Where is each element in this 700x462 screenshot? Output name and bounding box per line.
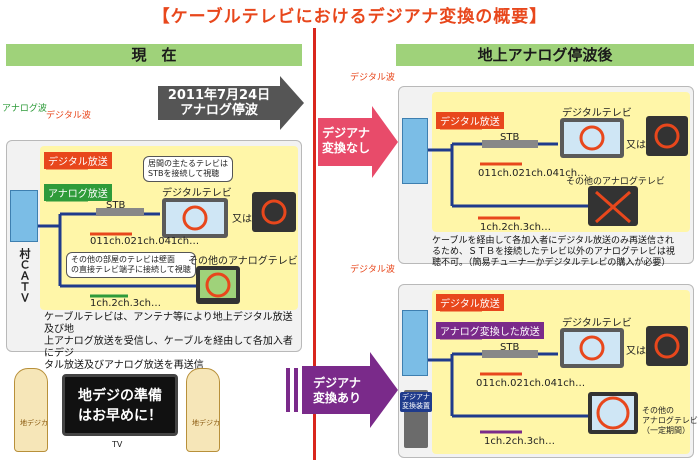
mascot-label-left: 地デジカ xyxy=(20,419,48,427)
top-tag-digital: デジタル放送 xyxy=(436,112,504,129)
analog-tv-box xyxy=(252,192,296,232)
top-channels-analog: 1ch.2ch.3ch… xyxy=(480,222,551,233)
left-note-line2: 上アナログ放送を受信し、ケーブルを経由して各加入者にデジ xyxy=(44,336,293,359)
channels-analog: 1ch.2ch.3ch… xyxy=(90,298,161,309)
bottom-other-tv-line1: その他の xyxy=(642,406,674,415)
ad-tv-label: TV xyxy=(112,440,123,449)
bottom-stb-label: STB xyxy=(500,342,520,353)
mascot-right xyxy=(186,368,220,452)
divider-line xyxy=(313,28,316,460)
bottom-building xyxy=(402,310,428,376)
no-conversion-line1: デジアナ xyxy=(322,126,370,140)
callout-main-line2: STBを接続して視聴 xyxy=(148,169,220,178)
bottom-channels-digital: 011ch.021ch.041ch… xyxy=(476,378,586,389)
ad-text-line2: はお早めに！ xyxy=(78,408,162,424)
top-building xyxy=(402,118,428,184)
top-stb-label: STB xyxy=(500,132,520,143)
date-banner: 2011年7月24日 アナログ停波 xyxy=(160,88,278,118)
right-top-note-line1: ケーブルを経由して各加入者にデジタル放送のみ再送信され xyxy=(432,236,675,246)
top-mata-wa: 又は xyxy=(626,140,646,151)
callout-other-line2: の直接テレビ端子に接続して視聴 xyxy=(71,265,191,274)
other-analog-tv-label: その他のアナログテレビ xyxy=(188,256,298,267)
tag-analog-broadcast: アナログ放送 xyxy=(44,184,112,201)
wave-digital-label: デジタル波 xyxy=(46,111,91,121)
left-note: ケーブルテレビは、アンテナ等により地上デジタル放送及び地 上アナログ放送を受信し… xyxy=(44,312,300,372)
stb-label: STB xyxy=(106,200,126,211)
digital-tv-screen xyxy=(166,202,224,234)
right-bottom-diagram xyxy=(432,290,690,454)
top-other-analog-tv xyxy=(588,186,638,226)
bottom-wave-digital: デジタル波 xyxy=(350,265,395,275)
converter-label: デジアナ 変換装置 xyxy=(400,392,432,412)
converter-line2: 変換装置 xyxy=(402,402,430,410)
with-conversion-line2: 変換あり xyxy=(312,391,361,405)
right-top-note-line3: 聴不可。（簡易チューナーかデジタルテレビの購入が必要） xyxy=(432,258,671,268)
right-top-note-line2: るため、ＳＴＢを接続したテレビ以外のアナログテレビは視 xyxy=(432,247,675,257)
top-analog-tv-box xyxy=(646,116,688,156)
bottom-channels-analog: 1ch.2ch.3ch… xyxy=(484,436,555,447)
bottom-other-analog-tv-screen xyxy=(592,396,634,430)
page-title: 【ケーブルテレビにおけるデジアナ変換の概要】 xyxy=(152,7,548,27)
digital-tv-label: デジタルテレビ xyxy=(162,188,232,199)
catv-station-label: 村ＣＡＴＶ xyxy=(18,248,31,303)
converter-line1: デジアナ xyxy=(402,393,430,401)
left-note-line1: ケーブルテレビは、アンテナ等により地上デジタル放送及び地 xyxy=(44,312,293,335)
bottom-mata-wa: 又は xyxy=(626,346,646,357)
wave-analog-label: アナログ波 xyxy=(2,104,47,114)
right-top-note: ケーブルを経由して各加入者にデジタル放送のみ再送信され るため、ＳＴＢを接続した… xyxy=(432,236,692,269)
no-conversion-line2: 変換なし xyxy=(321,141,370,155)
with-conversion-line1: デジアナ xyxy=(313,376,361,390)
date-banner-line1: 2011年7月24日 xyxy=(167,88,271,103)
ad-text-line1: 地デジの準備 xyxy=(78,388,162,404)
callout-other-line1: その他の部屋のテレビは壁面 xyxy=(71,255,175,264)
top-channels-digital: 011ch.021ch.041ch… xyxy=(478,168,588,179)
with-conversion-label: デジアナ 変換あり xyxy=(304,376,370,406)
bottom-analog-tv-box xyxy=(646,326,688,366)
callout-main-line1: 居間の主たるテレビは xyxy=(148,159,228,168)
bottom-tag-converted: アナログ変換した放送 xyxy=(436,322,544,339)
other-analog-tv-screen xyxy=(200,270,236,298)
right-header: 地上アナログ停波後 xyxy=(396,44,694,66)
tag-digital-broadcast: デジタル放送 xyxy=(44,152,112,169)
bottom-other-tv-line2: アナログテレビ xyxy=(642,416,698,425)
top-wave-digital: デジタル波 xyxy=(350,73,395,83)
bottom-digital-tv-screen xyxy=(564,332,620,364)
left-note-line3: タル放送及びアナログ放送を再送信 xyxy=(44,360,204,371)
no-conversion-label: デジアナ 変換なし xyxy=(320,126,372,156)
mascot-label-right: 地デジカ xyxy=(192,419,220,427)
date-banner-line2: アナログ停波 xyxy=(180,103,258,118)
callout-main-tv: 居間の主たるテレビは STBを接続して視聴 xyxy=(143,156,233,182)
callout-other-tv: その他の部屋のテレビは壁面 の直接テレビ端子に接続して視聴 xyxy=(66,252,196,278)
top-digital-tv-screen xyxy=(564,122,620,154)
left-header: 現 在 xyxy=(6,44,302,66)
bottom-digital-tv-label: デジタルテレビ xyxy=(562,318,632,329)
bottom-other-tv-label: その他の アナログテレビ （一定期間） xyxy=(642,406,698,436)
bottom-tag-digital: デジタル放送 xyxy=(436,294,504,311)
top-digital-tv-label: デジタルテレビ xyxy=(562,108,632,119)
bottom-other-tv-line3: （一定期間） xyxy=(642,426,690,435)
ad-tv: 地デジの準備 はお早めに！ xyxy=(62,374,178,436)
top-other-tv-label: その他のアナログテレビ xyxy=(566,177,665,187)
mata-wa-label: 又は xyxy=(232,214,252,225)
mascot-left xyxy=(14,368,48,452)
catv-building xyxy=(10,190,38,242)
channels-digital: 011ch.021ch.041ch… xyxy=(90,236,200,247)
